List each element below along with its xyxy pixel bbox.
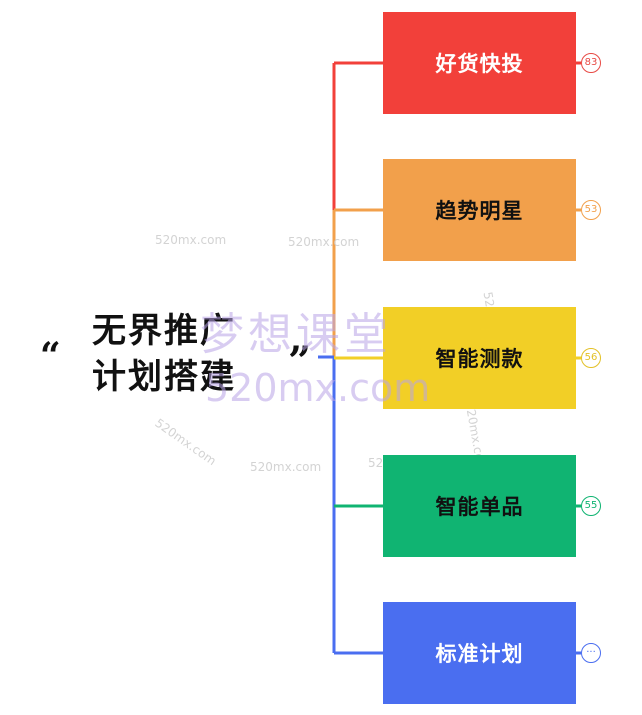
close-quote-mark: ” [288, 338, 312, 385]
more-options-badge[interactable]: ··· [581, 643, 601, 663]
node-qushi-mingxing[interactable]: 趋势明星 [383, 159, 576, 261]
node-label: 好货快投 [435, 52, 524, 76]
node-label: 智能测款 [435, 347, 524, 371]
node-biaozhun-jihua[interactable]: 标准计划 [383, 602, 576, 704]
root-title-line-1: 无界推广 [92, 311, 236, 351]
node-haohuo-kuaitou[interactable]: 好货快投 [383, 12, 576, 114]
child-count-badge[interactable]: 55 [581, 496, 601, 516]
root-title-line-2: 计划搭建 [92, 357, 236, 397]
child-count-badge[interactable]: 83 [581, 53, 601, 73]
node-label: 标准计划 [435, 642, 524, 666]
node-zhineng-danpin[interactable]: 智能单品 [383, 455, 576, 557]
root-node-title[interactable]: 无界推广 计划搭建 [92, 308, 312, 400]
node-label: 智能单品 [435, 495, 524, 519]
open-quote-mark: “ [40, 335, 61, 377]
node-zhineng-cekuan[interactable]: 智能测款 [383, 307, 576, 409]
child-count-badge[interactable]: 53 [581, 200, 601, 220]
child-count-badge[interactable]: 56 [581, 348, 601, 368]
node-label: 趋势明星 [435, 199, 524, 223]
